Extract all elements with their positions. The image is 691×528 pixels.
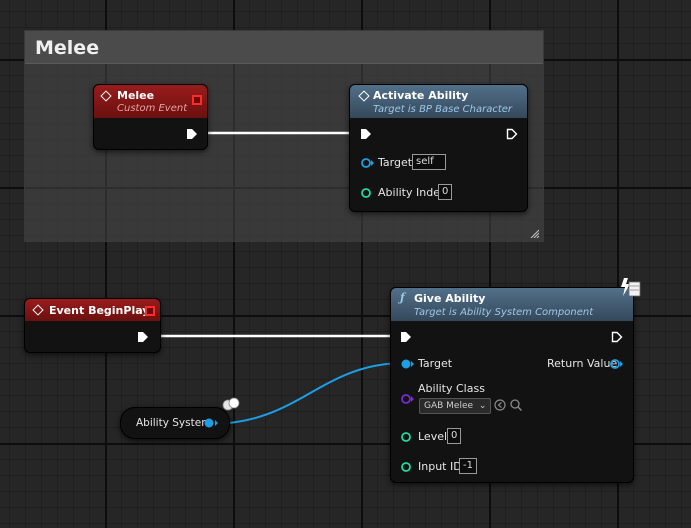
ability-index-label: Ability Index [378, 186, 447, 199]
melee-event-node[interactable]: Melee Custom Event [93, 84, 208, 150]
level-label: Level [418, 430, 448, 443]
target-pin-icon[interactable] [360, 157, 374, 169]
browse-search-icon[interactable] [509, 398, 523, 412]
function-f-icon: ƒ [400, 291, 405, 304]
ability-class-value: GAB Melee [424, 401, 474, 411]
give-ability-subtitle: Target is Ability System Component [414, 307, 594, 318]
exec-output-pin-icon[interactable] [186, 128, 198, 140]
event-beginplay-node[interactable]: Event BeginPlay [24, 298, 161, 353]
level-field[interactable]: 0 [447, 428, 462, 444]
input-id-label: Input ID [418, 460, 462, 473]
return-value-pin-icon[interactable] [609, 358, 623, 370]
ability-index-pin-icon[interactable] [360, 187, 372, 199]
delegate-pin-icon[interactable] [145, 306, 155, 316]
ability-system-getter-node[interactable]: Ability System [120, 407, 230, 439]
chevron-down-icon: ⌄ [478, 401, 487, 411]
ability-class-dropdown[interactable]: GAB Melee ⌄ [419, 398, 492, 414]
input-id-field[interactable]: -1 [459, 458, 477, 474]
use-selected-asset-icon[interactable] [493, 398, 507, 412]
ability-index-field[interactable]: 0 [438, 184, 453, 200]
exec-input-pin-icon[interactable] [400, 331, 412, 343]
exec-output-pin-icon[interactable] [137, 331, 149, 343]
give-ability-node[interactable]: ƒ Give Ability Target is Ability System … [390, 287, 634, 483]
ability-system-label: Ability System [136, 417, 212, 429]
activate-ability-node[interactable]: Activate Ability Target is BP Base Chara… [349, 84, 528, 212]
target-pin-icon[interactable] [400, 358, 414, 370]
event-beginplay-header [25, 299, 160, 321]
melee-event-header [94, 85, 207, 118]
server-authority-icon [621, 278, 641, 297]
melee-event-title: Melee [117, 89, 155, 102]
exec-input-pin-icon[interactable] [360, 128, 372, 140]
comment-title: Melee [35, 37, 100, 59]
exec-output-pin-icon[interactable] [611, 331, 623, 343]
level-pin-icon[interactable] [400, 431, 412, 443]
ability-class-label: Ability Class [418, 382, 485, 395]
comment-header[interactable]: Melee [25, 31, 543, 64]
return-value-label: Return Value [547, 357, 618, 370]
melee-event-subtitle: Custom Event [117, 103, 188, 114]
delegate-pin-icon[interactable] [192, 95, 202, 105]
activate-ability-subtitle: Target is BP Base Character [373, 104, 513, 115]
replicated-variable-icon [222, 397, 240, 411]
input-id-pin-icon[interactable] [400, 461, 412, 473]
give-ability-title: Give Ability [414, 292, 486, 305]
target-label: Target [418, 357, 453, 370]
give-ability-header [391, 288, 633, 321]
event-beginplay-title: Event BeginPlay [49, 304, 150, 317]
target-value-field[interactable]: self [412, 154, 446, 170]
resize-grip-icon[interactable] [529, 228, 539, 238]
object-wire-ability-system [209, 362, 406, 425]
activate-ability-title: Activate Ability [373, 89, 469, 102]
ability-class-pin-icon[interactable] [400, 393, 414, 405]
exec-output-pin-icon[interactable] [506, 128, 518, 140]
ability-system-output-pin-icon[interactable] [203, 417, 219, 429]
target-label: Target [378, 156, 413, 169]
activate-ability-header [350, 85, 527, 118]
